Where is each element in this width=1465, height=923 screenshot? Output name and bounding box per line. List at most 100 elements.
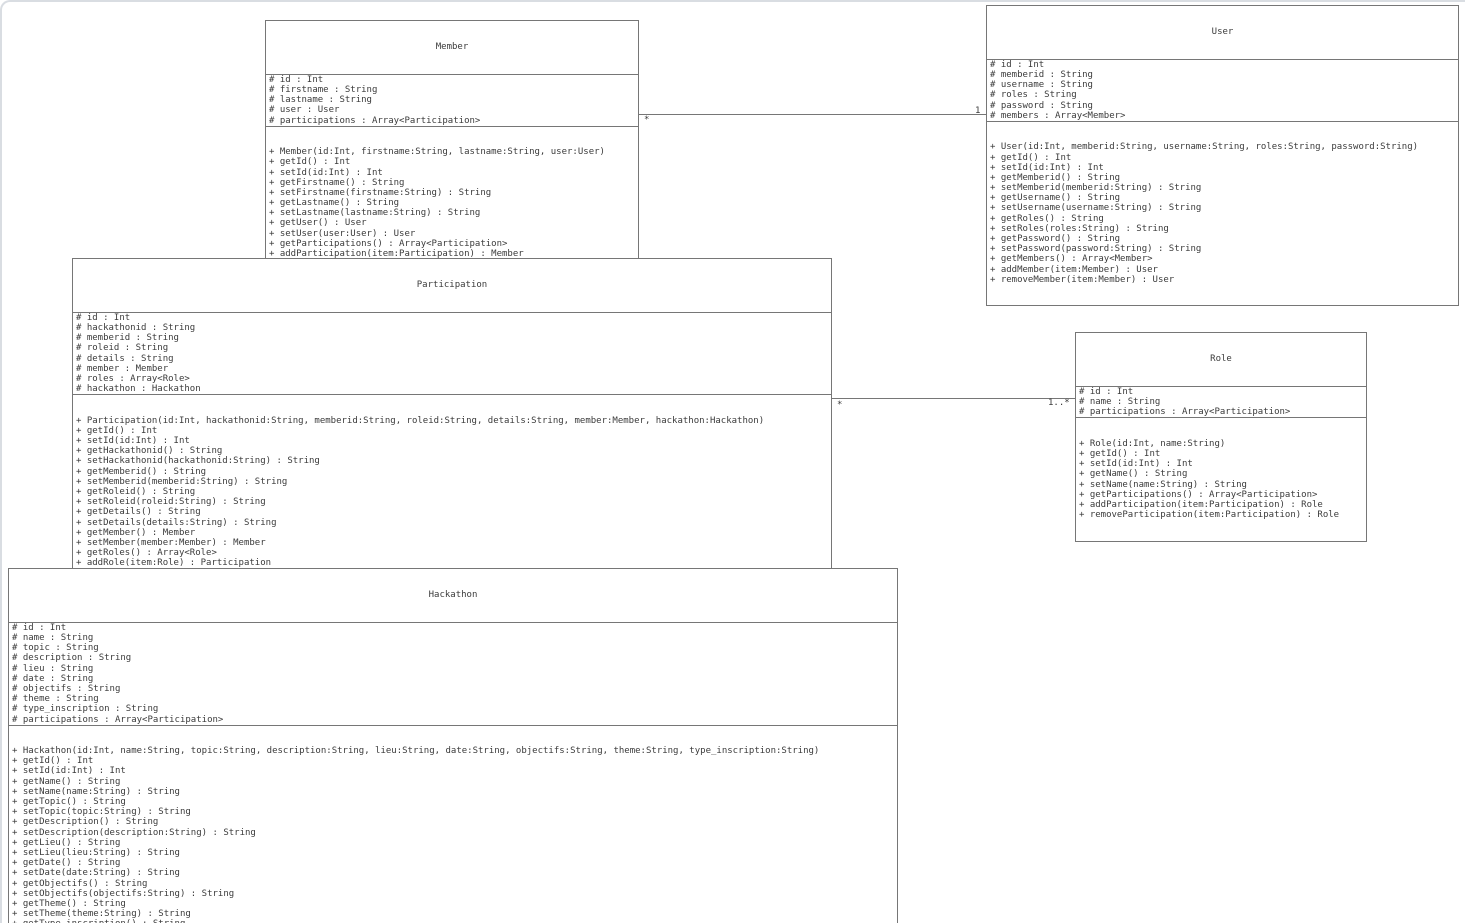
attribute-row: # memberid : String [76, 333, 179, 344]
class-methods-user: + User(id:Int, memberid:String, username… [987, 142, 1458, 285]
method-row: + getName() : String [12, 776, 121, 787]
method-row: + Hackathon(id:Int, name:String, topic:S… [12, 746, 820, 757]
attribute-row: # id : Int [990, 59, 1045, 70]
method-row: + getMember() : Member [76, 527, 196, 538]
class-box-role: Role # id : Int# name : String# particip… [1075, 332, 1367, 542]
method-row: + getMemberid() : String [990, 172, 1121, 183]
method-row: + getMembers() : Array<Member> [990, 254, 1153, 265]
attribute-row: # lastname : String [269, 95, 372, 106]
method-row: + setUser(user:User) : User [269, 228, 416, 239]
attribute-row: # hackathon : Hackathon [76, 384, 201, 395]
class-title-member: Member [435, 42, 469, 53]
method-row: + getObjectifs() : String [12, 878, 148, 889]
method-row: + setMemberid(memberid:String) : String [76, 476, 288, 487]
method-row: + addMember(item:Member) : User [990, 264, 1158, 275]
attribute-row: # topic : String [12, 643, 99, 654]
class-attributes-hackathon: # id : Int# name : String# topic : Strin… [9, 621, 897, 726]
method-row: + setRoleid(roleid:String) : String [76, 497, 266, 508]
method-row: + getId() : Int [12, 756, 94, 767]
method-row: + getDetails() : String [76, 507, 201, 518]
method-row: + getLastname() : String [269, 198, 400, 209]
method-row: + getName() : String [1079, 469, 1188, 480]
method-row: + getId() : Int [269, 157, 351, 168]
method-row: + getTopic() : String [12, 797, 126, 808]
multiplicity-member-user-target: 1 [975, 106, 981, 116]
class-attributes-role: # id : Int# name : String# participation… [1076, 385, 1366, 419]
attribute-row: # participations : Array<Participation> [12, 714, 224, 725]
connector-participation-role [832, 398, 1075, 399]
method-row: + setTheme(theme:String) : String [12, 909, 191, 920]
method-row: + setLastname(lastname:String) : String [269, 208, 481, 219]
method-row: + Participation(id:Int, hackathonid:Stri… [76, 415, 765, 426]
method-row: + getRoles() : Array<Role> [76, 548, 217, 559]
method-row: + setHackathonid(hackathonid:String) : S… [76, 456, 320, 467]
method-row: + addParticipation(item:Participation) :… [1079, 499, 1323, 510]
attribute-row: # roles : String [990, 90, 1077, 101]
method-row: + getId() : Int [1079, 448, 1161, 459]
method-row: + setId(id:Int) : Int [76, 436, 190, 447]
method-row: + setId(id:Int) : Int [12, 766, 126, 777]
attribute-row: # hackathonid : String [76, 323, 196, 333]
method-row: + getId() : Int [76, 425, 158, 436]
method-row: + getRoles() : String [990, 213, 1104, 224]
attribute-row: # roles : Array<Role> [76, 373, 190, 384]
attribute-row: # lieu : String [12, 663, 94, 674]
method-row: + getPassword() : String [990, 234, 1121, 245]
class-box-member: Member # id : Int# firstname : String# l… [265, 20, 639, 291]
attribute-row: # memberid : String [990, 70, 1093, 80]
method-row: + getFirstname() : String [269, 177, 405, 188]
connector-member-user [639, 114, 986, 115]
class-box-participation: Participation # id : Int# hackathonid : … [72, 258, 832, 621]
method-row: + setId(id:Int) : Int [990, 162, 1104, 173]
multiplicity-member-user-source: * [644, 115, 650, 125]
method-row: + getMemberid() : String [76, 466, 207, 477]
attribute-row: # username : String [990, 80, 1093, 91]
method-row: + getHackathonid() : String [76, 446, 223, 457]
attribute-row: # objectifs : String [12, 683, 121, 694]
attribute-row: # theme : String [12, 694, 99, 705]
method-row: + setFirstname(firstname:String) : Strin… [269, 187, 492, 198]
method-row: + getTheme() : String [12, 898, 126, 909]
method-row: + User(id:Int, memberid:String, username… [990, 142, 1419, 153]
method-row: + setMemberid(memberid:String) : String [990, 183, 1202, 194]
attribute-row: # description : String [12, 653, 132, 664]
class-attributes-participation: # id : Int# hackathonid : String# member… [73, 311, 831, 396]
method-row: + setDescription(description:String) : S… [12, 827, 256, 838]
attribute-row: # date : String [12, 673, 94, 684]
class-attributes-user: # id : Int# memberid : String# username … [987, 58, 1458, 122]
method-row: + getParticipations() : Array<Participat… [1079, 489, 1318, 500]
method-row: + getUser() : User [269, 218, 367, 229]
attribute-row: # participations : Array<Participation> [1079, 407, 1291, 418]
method-row: + Member(id:Int, firstname:String, lastn… [269, 147, 605, 158]
attribute-row: # details : String [76, 353, 174, 364]
method-row: + getDate() : String [12, 858, 121, 869]
attribute-row: # name : String [12, 633, 94, 643]
method-row: + addRole(item:Role) : Participation [76, 558, 272, 569]
method-row: + setDate(date:String) : String [12, 868, 180, 879]
method-row: + getLieu() : String [12, 837, 121, 848]
method-row: + removeParticipation(item:Participation… [1079, 510, 1340, 521]
method-row: + removeMember(item:Member) : User [990, 274, 1175, 285]
method-row: + setName(name:String) : String [12, 786, 180, 797]
attribute-row: # roleid : String [76, 343, 169, 354]
class-methods-role: + Role(id:Int, name:String)+ getId() : I… [1076, 439, 1366, 521]
attribute-row: # user : User [269, 105, 340, 116]
method-row: + setMember(member:Member) : Member [76, 537, 266, 548]
method-row: + addParticipation(item:Participation) :… [269, 249, 524, 260]
class-methods-member: + Member(id:Int, firstname:String, lastn… [266, 147, 638, 269]
attribute-row: # type_inscription : String [12, 704, 159, 715]
method-row: + getParticipations() : Array<Participat… [269, 238, 508, 249]
attribute-row: # member : Member [76, 363, 169, 374]
method-row: + getType_inscription() : String [9, 919, 897, 923]
multiplicity-participation-role-target: 1..* [1048, 398, 1070, 408]
attribute-row: # id : Int [1079, 386, 1134, 397]
method-row: + setLieu(lieu:String) : String [12, 847, 180, 858]
method-row: + getDescription() : String [12, 817, 159, 828]
attribute-row: # name : String [1079, 397, 1161, 407]
class-box-user: User # id : Int# memberid : String# user… [986, 5, 1459, 307]
class-box-hackathon: Hackathon # id : Int# name : String# top… [8, 568, 898, 923]
class-title-role: Role [1210, 354, 1232, 365]
method-row: + setId(id:Int) : Int [269, 167, 383, 178]
method-row: + setPassword(password:String) : String [990, 244, 1202, 255]
